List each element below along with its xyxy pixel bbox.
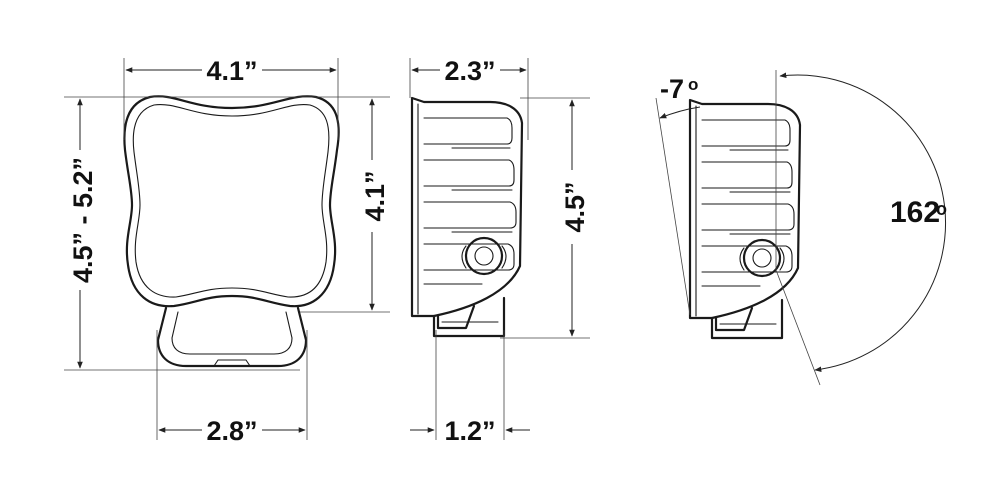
front-height-dimension: 4.5” - 5.2” <box>68 98 98 369</box>
front-housing-outline <box>123 95 340 308</box>
tilt-range-dimension: 162 o <box>779 72 947 373</box>
inner-height-label: 4.1” <box>360 170 390 221</box>
tilt-back-label: -7 <box>660 74 684 104</box>
side-height-dimension: 4.5” <box>560 99 590 337</box>
bracket-width-label: 2.8” <box>206 416 257 446</box>
front-bracket-notch <box>213 359 251 367</box>
front-width-dimension: 4.1” <box>125 56 337 86</box>
front-extension-lines <box>64 58 390 440</box>
tilt-view <box>688 98 802 340</box>
base-depth-dimension: 1.2” <box>410 416 530 446</box>
tilt-range-degree: o <box>936 199 947 219</box>
side-height-label: 4.5” <box>560 181 590 232</box>
base-depth-label: 1.2” <box>444 416 495 446</box>
front-bracket <box>156 306 308 368</box>
front-height-label: 4.5” - 5.2” <box>68 157 98 283</box>
tilt-back-dimension: -7 o <box>659 74 701 119</box>
side-extension-lines <box>409 58 590 440</box>
front-view <box>123 95 340 368</box>
side-depth-dimension: 2.3” <box>411 56 527 86</box>
front-bracket-inner <box>171 311 293 355</box>
inner-height-dimension: 4.1” <box>360 98 390 311</box>
front-width-label: 4.1” <box>206 56 257 86</box>
tilt-range-label: 162 <box>890 196 940 229</box>
tilt-back-degree: o <box>688 75 698 94</box>
side-depth-label: 2.3” <box>444 56 495 86</box>
bracket-width-dimension: 2.8” <box>158 416 306 446</box>
side-view <box>410 96 524 338</box>
front-lens-outline <box>132 104 330 298</box>
